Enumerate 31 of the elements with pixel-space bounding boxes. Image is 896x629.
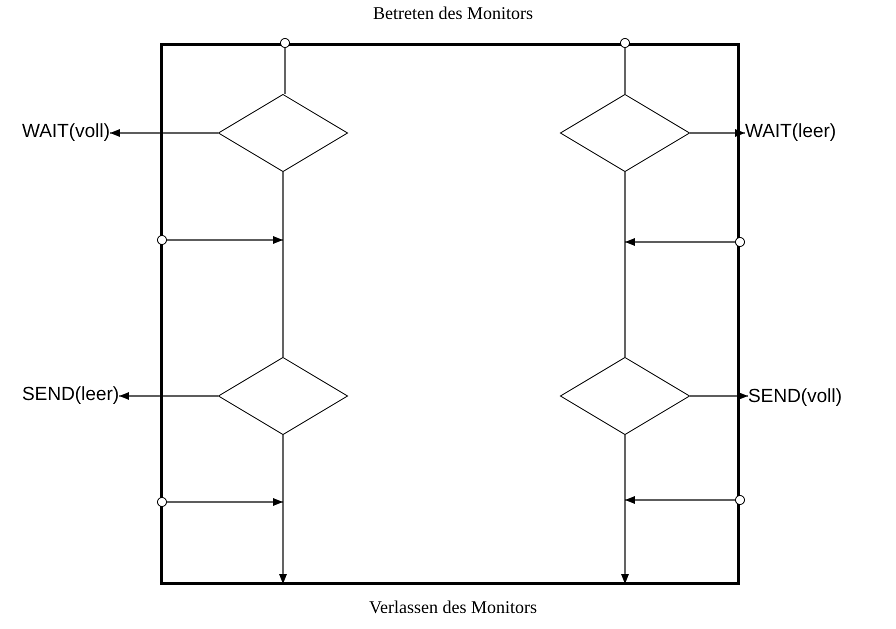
- monitor-box: [160, 43, 740, 585]
- decision-diamond: [218, 357, 348, 435]
- arrow: [625, 496, 735, 504]
- signal-label: SEND(voll): [748, 386, 842, 408]
- connector-line: [282, 172, 284, 357]
- arrow: [690, 129, 745, 137]
- entry-label: Betreten des Monitors: [373, 3, 533, 23]
- connector-line: [284, 48, 286, 94]
- arrow: [167, 236, 283, 244]
- signal-label: WAIT(voll): [22, 121, 110, 143]
- signal-label: WAIT(leer): [745, 121, 836, 143]
- decision-diamond: [560, 357, 690, 435]
- exit-label: Verlassen des Monitors: [369, 597, 537, 617]
- arrow: [110, 129, 218, 137]
- port-circle: [735, 495, 745, 505]
- arrow: [167, 498, 283, 506]
- arrow: [621, 435, 629, 584]
- decision-diamond: [218, 94, 348, 172]
- port-circle: [620, 38, 630, 48]
- signal-label: SEND(leer): [22, 384, 120, 406]
- arrow: [119, 392, 218, 400]
- connector-line: [624, 48, 626, 94]
- arrow: [690, 392, 748, 400]
- connector-line: [624, 172, 626, 357]
- port-circle: [157, 497, 167, 507]
- port-circle: [735, 237, 745, 247]
- arrow: [625, 238, 735, 246]
- port-circle: [157, 235, 167, 245]
- port-circle: [280, 38, 290, 48]
- arrow: [279, 435, 287, 584]
- decision-diamond: [560, 94, 690, 172]
